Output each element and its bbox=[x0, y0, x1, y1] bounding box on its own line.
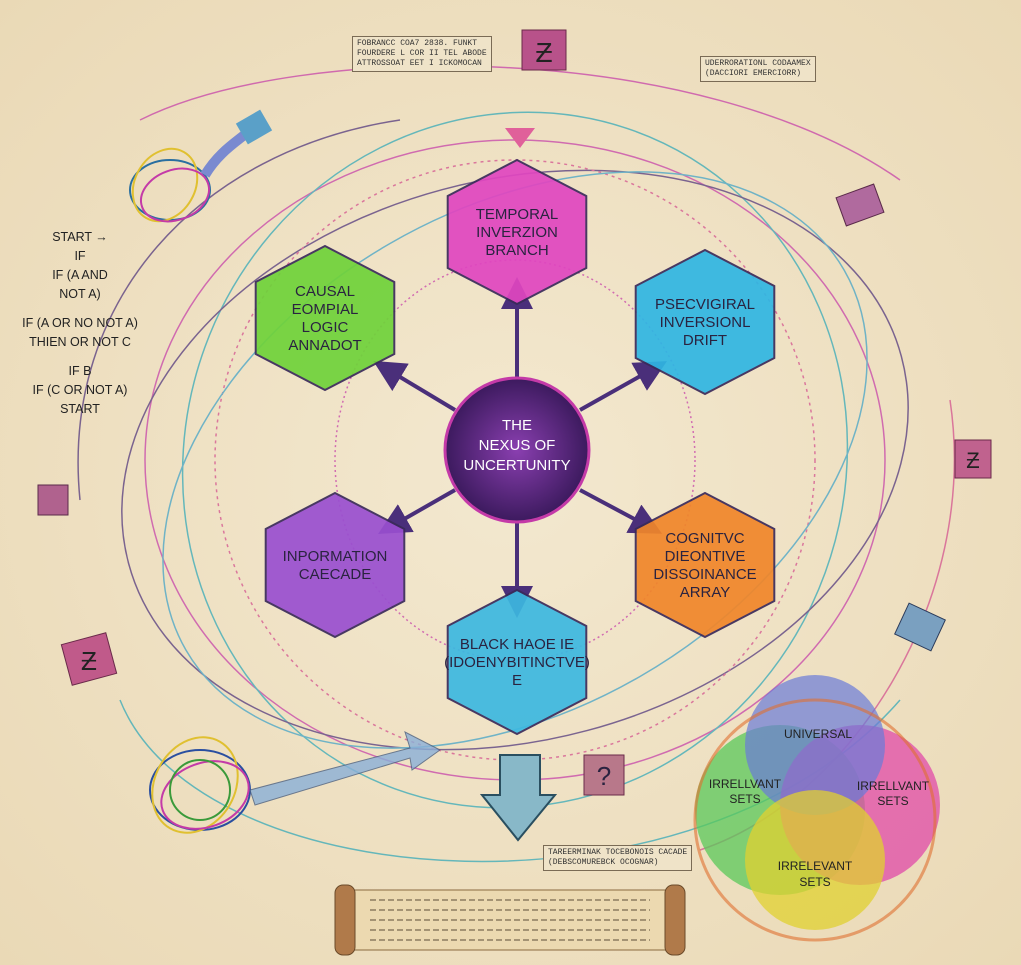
logic-line: IF (C OR NOT A) bbox=[32, 383, 128, 397]
note-top-right: UDERRORATIONL CODAAMEX(DACCIORI EMERCIOR… bbox=[700, 56, 816, 82]
node-blackhole[interactable]: BLACK HAOE IE(IDOENYBITINCTVE)E bbox=[444, 588, 590, 736]
node-label-line: DIEONTIVE bbox=[665, 548, 746, 565]
center-label-line3: UNCERTUNITY bbox=[463, 457, 570, 474]
svg-text:Ƶ: Ƶ bbox=[966, 448, 979, 473]
node-label-line: TEMPORAL bbox=[476, 206, 559, 223]
symbol-box-top: Ƶ bbox=[521, 29, 567, 71]
node-label-line: (IDOENYBITINCTVE) bbox=[444, 654, 590, 671]
question-box: ? bbox=[583, 754, 625, 796]
node-label-line: BLACK HAOE IE bbox=[460, 636, 574, 653]
svg-text:?: ? bbox=[597, 761, 611, 791]
node-label-line: EOMPIAL bbox=[292, 301, 359, 318]
logic-line: THIEN OR NOT C bbox=[29, 335, 131, 349]
node-label-line: PSECVIGIRAL bbox=[655, 296, 755, 313]
node-label-line: DRIFT bbox=[683, 332, 727, 349]
node-label-line: DISSOINANCE bbox=[653, 566, 756, 583]
hexagon-shape bbox=[634, 248, 776, 396]
arrow-from-top-tangle bbox=[200, 126, 254, 178]
node-label-line: E bbox=[512, 672, 522, 689]
node-label-line: LOGIC bbox=[302, 319, 349, 336]
hexagon-shape bbox=[446, 588, 588, 736]
logic-flow: START → IF IF (A AND NOT A) IF (A OR NO … bbox=[0, 228, 160, 419]
node-label-line: COGNITVC bbox=[665, 530, 744, 547]
svg-text:SETS: SETS bbox=[799, 875, 830, 889]
venn-diagram: UNIVERSAL IRRELLVANT SETS IRRELLVANT SET… bbox=[693, 675, 940, 942]
svg-text:UNIVERSAL: UNIVERSAL bbox=[784, 727, 852, 741]
cube-top-left bbox=[235, 109, 273, 145]
node-label-line: CAECADE bbox=[299, 566, 372, 583]
hexagon-shape bbox=[446, 158, 588, 306]
svg-text:Ƶ: Ƶ bbox=[535, 37, 552, 68]
node-label-line: INVERSIONL bbox=[660, 314, 751, 331]
scribble-tangle-top-left bbox=[129, 147, 211, 223]
cube-right-top bbox=[835, 183, 885, 227]
logic-line: IF (A AND bbox=[52, 268, 108, 282]
node-label-line: INPORMATION bbox=[283, 548, 388, 565]
logic-line: IF bbox=[74, 249, 86, 263]
svg-text:Ƶ: Ƶ bbox=[81, 646, 97, 676]
svg-text:IRRELLVANT: IRRELLVANT bbox=[857, 779, 930, 793]
down-arrow bbox=[479, 754, 558, 842]
svg-text:IRRELEVANT: IRRELEVANT bbox=[778, 859, 853, 873]
svg-text:SETS: SETS bbox=[729, 792, 760, 806]
node-label-line: INVERZION bbox=[476, 224, 558, 241]
svg-text:IRRELLVANT: IRRELLVANT bbox=[709, 777, 782, 791]
symbol-box-left: Ƶ bbox=[60, 632, 118, 686]
center-node-nexus[interactable]: THE NEXUS OF UNCERTUNITY bbox=[443, 376, 591, 524]
hexagon-shape bbox=[264, 491, 406, 639]
logic-line: START bbox=[60, 402, 100, 416]
center-label-line1: THE bbox=[502, 417, 532, 434]
svg-text:SETS: SETS bbox=[877, 794, 908, 808]
logic-line: IF (A OR NO NOT A) bbox=[22, 316, 138, 330]
hexagon-shape bbox=[634, 491, 776, 639]
node-label-line: BRANCH bbox=[485, 242, 548, 259]
spoke-arrows bbox=[373, 277, 667, 618]
cube-left bbox=[37, 484, 69, 516]
pink-arrow-down bbox=[505, 128, 535, 148]
node-label-line: ANNADOT bbox=[288, 337, 361, 354]
logic-line: START → bbox=[52, 230, 108, 244]
scroll bbox=[334, 884, 686, 956]
logic-line: NOT A) bbox=[59, 287, 101, 301]
logic-line: IF B bbox=[68, 364, 92, 378]
cube-right-bottom bbox=[894, 602, 946, 652]
hexagon-shape bbox=[254, 244, 396, 392]
arrow-from-bottom-tangle bbox=[249, 731, 441, 806]
note-bottom: TAREERMINAK TOCEBONOIS CACADE(DEBSCOMURE… bbox=[543, 845, 693, 871]
center-label-line2: NEXUS OF bbox=[479, 437, 556, 454]
node-label-line: CAUSAL bbox=[295, 283, 355, 300]
scribble-tangle-bottom-left bbox=[149, 736, 251, 834]
symbol-box-right: Ƶ bbox=[954, 439, 992, 479]
node-label-line: ARRAY bbox=[680, 584, 731, 601]
